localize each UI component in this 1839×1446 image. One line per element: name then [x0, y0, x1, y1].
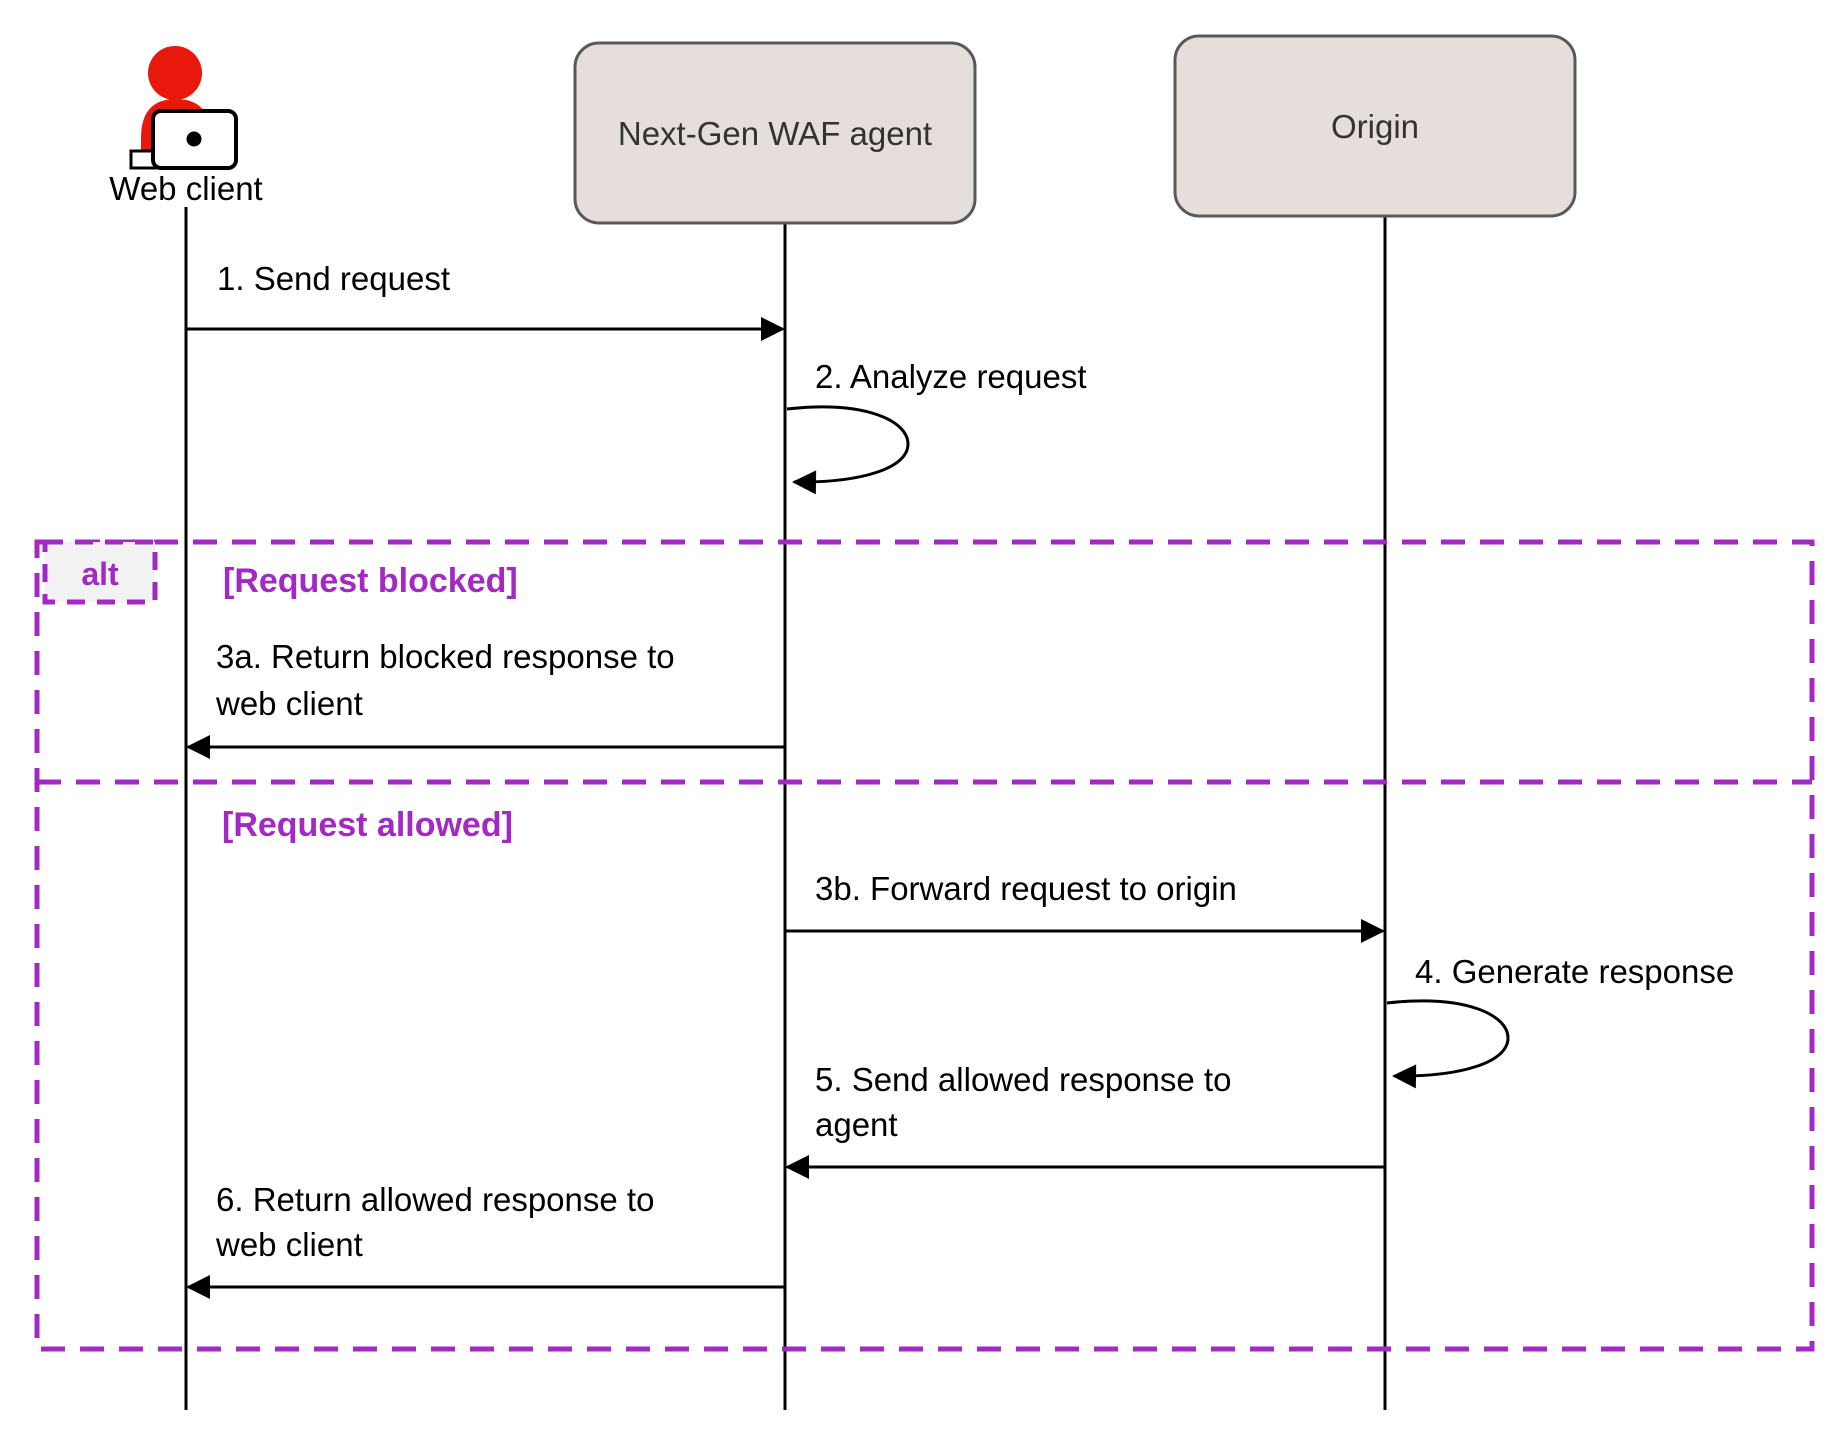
participant-waf-agent: Next-Gen WAF agent — [573, 41, 977, 225]
message-2-analyze-request: 2. Analyze request — [786, 358, 1087, 495]
message-3a-return-blocked: 3a. Return blocked response to web clien… — [186, 638, 785, 759]
message-5-label-line1: 5. Send allowed response to — [815, 1061, 1231, 1098]
message-3b-forward-request: 3b. Forward request to origin — [785, 870, 1385, 943]
user-head-icon — [148, 46, 202, 100]
participant-label-origin: Origin — [1331, 108, 1419, 145]
message-1-label: 1. Send request — [217, 260, 450, 297]
message-6-return-allowed: 6. Return allowed response to web client — [186, 1181, 785, 1299]
message-6-label-line1: 6. Return allowed response to — [216, 1181, 654, 1218]
alt-frame-border — [34, 539, 1815, 1352]
message-4-generate-response: 4. Generate response — [1386, 953, 1734, 1089]
actor-label-web-client: Web client — [109, 170, 262, 207]
message-6-label-line2: web client — [215, 1226, 363, 1263]
participant-label-waf-agent: Next-Gen WAF agent — [618, 115, 932, 152]
guard-request-allowed: [Request allowed] — [222, 806, 513, 844]
guard-request-blocked: [Request blocked] — [223, 562, 518, 600]
alt-operator-badge: alt — [42, 539, 158, 605]
participant-origin: Origin — [1173, 34, 1577, 218]
message-3a-label-line1: 3a. Return blocked response to — [216, 638, 675, 675]
message-2-self-loop-arrow — [786, 405, 910, 495]
message-5-label-line2: agent — [815, 1106, 898, 1143]
actor-web-client: Web client — [109, 46, 263, 207]
message-5-send-allowed: 5. Send allowed response to agent — [785, 1061, 1385, 1179]
message-2-label: 2. Analyze request — [815, 358, 1087, 395]
alt-operator-label: alt — [81, 556, 119, 592]
message-4-label: 4. Generate response — [1415, 953, 1734, 990]
message-3a-label-line2: web client — [215, 685, 363, 722]
message-4-self-loop-arrow — [1386, 999, 1510, 1089]
message-3b-label: 3b. Forward request to origin — [815, 870, 1237, 907]
message-1-send-request: 1. Send request — [186, 260, 785, 341]
laptop-dot-icon — [186, 131, 202, 147]
